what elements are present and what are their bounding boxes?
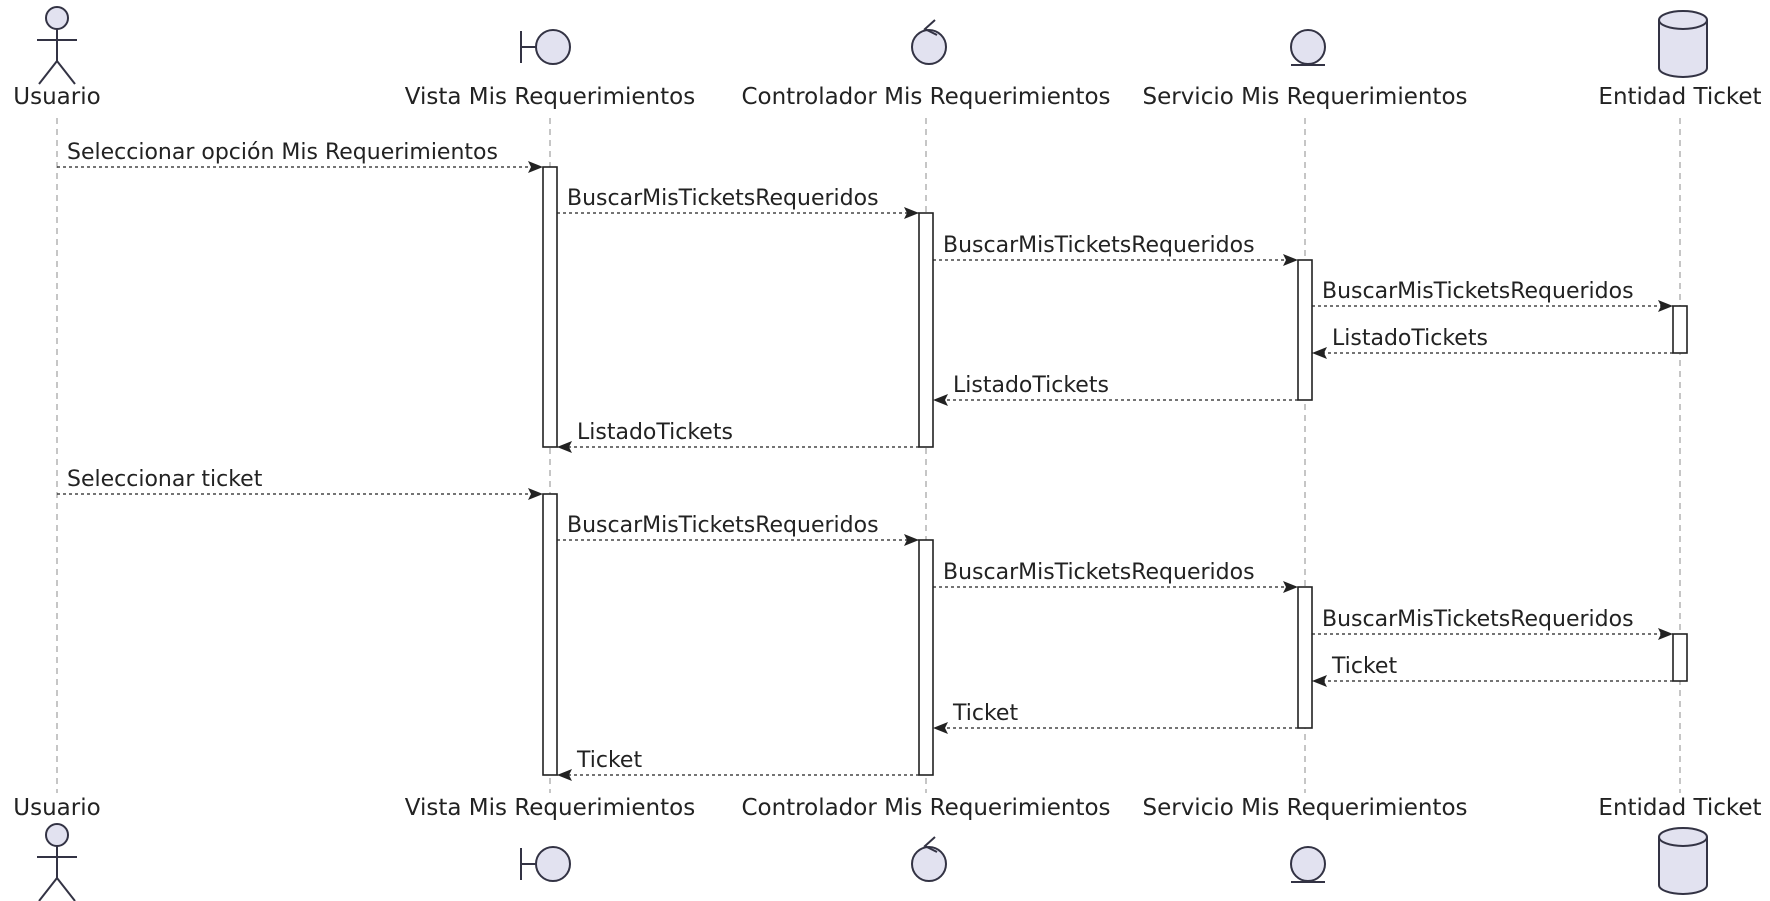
arrowhead-icon	[528, 161, 543, 173]
message-label: ListadoTickets	[1332, 326, 1488, 351]
message-9: BuscarMisTicketsRequeridos	[933, 560, 1298, 593]
activation-bar-vista	[542, 493, 558, 776]
database-icon	[1658, 827, 1708, 895]
arrowhead-icon	[1312, 675, 1327, 687]
activation-bar-servicio	[1297, 259, 1313, 401]
message-7: Seleccionar ticket	[57, 467, 543, 500]
activation-bar-entidad	[1672, 633, 1688, 682]
messages: Seleccionar opción Mis RequerimientosBus…	[57, 140, 1673, 781]
participant-label-bottom-controlador: Controlador Mis Requerimientos	[741, 795, 1110, 821]
activation-bar-servicio	[1297, 586, 1313, 729]
message-3: BuscarMisTicketsRequeridos	[1312, 279, 1673, 312]
database-icon	[1658, 10, 1708, 78]
participant-label-bottom-vista: Vista Mis Requerimientos	[405, 795, 695, 821]
message-13: Ticket	[557, 748, 919, 781]
message-label: BuscarMisTicketsRequeridos	[1322, 607, 1634, 632]
participant-label-bottom-entidad: Entidad Ticket	[1598, 795, 1761, 821]
participant-label-top-servicio: Servicio Mis Requerimientos	[1142, 84, 1467, 110]
message-11: Ticket	[1312, 654, 1673, 687]
arrowhead-icon	[933, 394, 948, 406]
activation-bar-entidad	[1672, 305, 1688, 354]
message-label: Ticket	[952, 701, 1018, 726]
message-4: ListadoTickets	[1312, 326, 1673, 359]
message-1: BuscarMisTicketsRequeridos	[557, 186, 919, 219]
arrowhead-icon	[904, 534, 919, 546]
control-icon	[911, 836, 947, 882]
message-label: BuscarMisTicketsRequeridos	[1322, 279, 1634, 304]
arrowhead-icon	[1312, 347, 1327, 359]
boundary-icon	[520, 846, 571, 882]
arrowhead-icon	[904, 207, 919, 219]
message-label: BuscarMisTicketsRequeridos	[943, 233, 1255, 258]
activation-bar-controlador	[918, 212, 934, 448]
message-label: BuscarMisTicketsRequeridos	[567, 186, 879, 211]
message-10: BuscarMisTicketsRequeridos	[1312, 607, 1673, 640]
message-8: BuscarMisTicketsRequeridos	[557, 513, 919, 546]
entity-icon	[1290, 29, 1326, 66]
message-label: BuscarMisTicketsRequeridos	[567, 513, 879, 538]
arrowhead-icon	[1658, 628, 1673, 640]
entity-icon	[1290, 846, 1326, 883]
actor-icon	[37, 823, 77, 901]
participant-label-bottom-servicio: Servicio Mis Requerimientos	[1142, 795, 1467, 821]
message-5: ListadoTickets	[933, 373, 1298, 406]
participant-label-top-vista: Vista Mis Requerimientos	[405, 84, 695, 110]
arrowhead-icon	[1283, 254, 1298, 266]
activation-bar-controlador	[918, 539, 934, 776]
control-icon	[911, 19, 947, 65]
message-label: Ticket	[1331, 654, 1397, 679]
activation-bar-vista	[542, 166, 558, 448]
message-label: ListadoTickets	[953, 373, 1109, 398]
actor-icon	[37, 6, 77, 85]
arrowhead-icon	[1283, 581, 1298, 593]
message-label: Ticket	[576, 748, 642, 773]
message-label: ListadoTickets	[577, 420, 733, 445]
message-2: BuscarMisTicketsRequeridos	[933, 233, 1298, 266]
participant-label-top-usuario: Usuario	[13, 84, 100, 110]
message-6: ListadoTickets	[557, 420, 919, 453]
message-12: Ticket	[933, 701, 1298, 734]
arrowhead-icon	[557, 769, 572, 781]
participant-label-top-entidad: Entidad Ticket	[1598, 84, 1761, 110]
arrowhead-icon	[1658, 300, 1673, 312]
lifelines	[56, 118, 1681, 793]
participant-label-top-controlador: Controlador Mis Requerimientos	[741, 84, 1110, 110]
boundary-icon	[520, 29, 571, 65]
message-0: Seleccionar opción Mis Requerimientos	[57, 140, 543, 173]
arrowhead-icon	[557, 441, 572, 453]
activation-bars	[542, 166, 1688, 776]
arrowhead-icon	[933, 722, 948, 734]
message-label: Seleccionar opción Mis Requerimientos	[67, 140, 498, 165]
arrowhead-icon	[528, 488, 543, 500]
message-label: BuscarMisTicketsRequeridos	[943, 560, 1255, 585]
message-label: Seleccionar ticket	[67, 467, 263, 492]
participant-label-bottom-usuario: Usuario	[13, 795, 100, 821]
